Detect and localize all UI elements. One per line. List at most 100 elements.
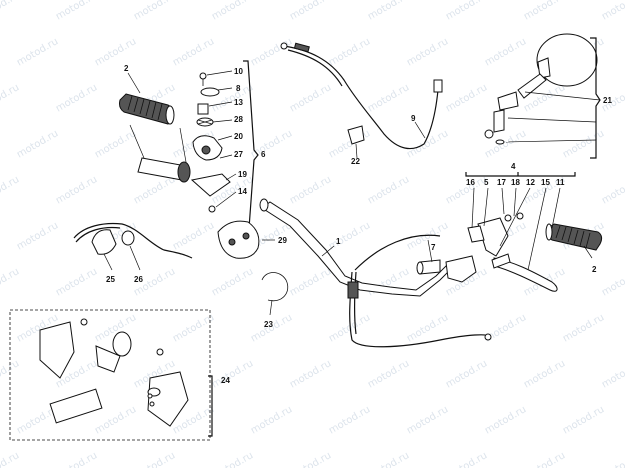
watermark-text: motod.ru bbox=[288, 266, 333, 298]
watermark-text: motod.ru bbox=[522, 450, 567, 468]
right-grip bbox=[545, 223, 603, 251]
part-label-29: 29 bbox=[278, 236, 287, 245]
part-label-7: 7 bbox=[431, 243, 436, 252]
part-label-22: 22 bbox=[351, 157, 360, 166]
watermark-text: motod.ru bbox=[0, 174, 21, 206]
watermark-text: motod.ru bbox=[366, 174, 411, 206]
part-label-5: 5 bbox=[484, 178, 489, 187]
part-label-13: 13 bbox=[234, 98, 243, 107]
part-label-10: 10 bbox=[234, 67, 243, 76]
watermark-text: motod.ru bbox=[0, 358, 21, 390]
kill-switch-wiring bbox=[73, 222, 193, 271]
part-label-17: 17 bbox=[497, 178, 506, 187]
throttle-cable bbox=[280, 42, 443, 150]
brake-lever-assembly bbox=[416, 212, 558, 292]
switch-housing bbox=[217, 220, 275, 259]
part-label-21: 21 bbox=[603, 96, 612, 105]
watermark-text: motod.ru bbox=[444, 82, 489, 114]
watermark-text: motod.ru bbox=[93, 36, 138, 68]
part-label-23: 23 bbox=[264, 320, 273, 329]
watermark-text: motod.ru bbox=[93, 128, 138, 160]
handguard-inset bbox=[9, 309, 213, 441]
watermark-text: motod.ru bbox=[132, 174, 177, 206]
watermark-text: motod.ru bbox=[15, 128, 60, 160]
leaders-left bbox=[127, 70, 237, 208]
watermark-text: motod.ru bbox=[288, 0, 333, 23]
watermark-text: motod.ru bbox=[171, 312, 216, 344]
watermark-text: motod.ru bbox=[288, 174, 333, 206]
watermark-text: motod.ru bbox=[54, 0, 99, 23]
watermark-text: motod.ru bbox=[366, 358, 411, 390]
part-label-8: 8 bbox=[236, 84, 241, 93]
watermark-text: motod.ru bbox=[600, 0, 625, 23]
watermark-text: motod.ru bbox=[171, 36, 216, 68]
watermark-text: motod.ru bbox=[171, 220, 216, 252]
watermark-text: motod.ru bbox=[522, 358, 567, 390]
watermark-text: motod.ru bbox=[327, 220, 372, 252]
part-label-16: 16 bbox=[466, 178, 475, 187]
part-label-2-right: 2 bbox=[592, 265, 597, 274]
watermark-text: motod.ru bbox=[54, 450, 99, 468]
part-label-14: 14 bbox=[238, 187, 247, 196]
watermark-text: motod.ru bbox=[210, 0, 255, 23]
part-label-19: 19 bbox=[238, 170, 247, 179]
watermark-text: motod.ru bbox=[54, 266, 99, 298]
throttle-parts bbox=[190, 72, 231, 213]
watermark-text: motod.ru bbox=[561, 312, 606, 344]
watermark-text: motod.ru bbox=[54, 82, 99, 114]
watermark-text: motod.ru bbox=[0, 82, 21, 114]
part-label-1: 1 bbox=[336, 237, 341, 246]
watermark-text: motod.ru bbox=[327, 36, 372, 68]
watermark-text: motod.ru bbox=[288, 358, 333, 390]
watermark-text: motod.ru bbox=[366, 0, 411, 23]
watermark-text: motod.ru bbox=[444, 0, 489, 23]
watermark-text: motod.ru bbox=[54, 174, 99, 206]
watermark-text: motod.ru bbox=[600, 266, 625, 298]
part-label-28: 28 bbox=[234, 115, 243, 124]
mirror bbox=[484, 33, 601, 159]
watermark-text: motod.ru bbox=[561, 128, 606, 160]
part-label-9: 9 bbox=[411, 114, 416, 123]
watermark-text: motod.ru bbox=[15, 36, 60, 68]
watermark-text: motod.ru bbox=[600, 174, 625, 206]
part-label-25: 25 bbox=[106, 275, 115, 284]
watermark-text: motod.ru bbox=[15, 220, 60, 252]
part-labels: 1 2 2 4 5 6 7 8 9 10 11 12 13 14 15 16 1… bbox=[106, 64, 612, 385]
circlip bbox=[261, 272, 289, 316]
watermark-text: motod.ru bbox=[210, 450, 255, 468]
part-label-26: 26 bbox=[134, 275, 143, 284]
part-label-15: 15 bbox=[541, 178, 550, 187]
watermark-text: motod.ru bbox=[249, 128, 294, 160]
part-label-12: 12 bbox=[526, 178, 535, 187]
watermark-text: motod.ru bbox=[288, 450, 333, 468]
watermark-text: motod.ru bbox=[561, 404, 606, 436]
watermark-text: motod.ru bbox=[522, 0, 567, 23]
watermark-text: motod.ru bbox=[405, 404, 450, 436]
watermark-text: motod.ru bbox=[249, 404, 294, 436]
part-label-20: 20 bbox=[234, 132, 243, 141]
watermark-text: motod.ru bbox=[327, 404, 372, 436]
watermark-text: motod.ru bbox=[210, 266, 255, 298]
part-label-4: 4 bbox=[511, 162, 516, 171]
watermark-text: motod.ru bbox=[600, 358, 625, 390]
watermark-text: motod.ru bbox=[288, 82, 333, 114]
watermark-text: motod.ru bbox=[483, 404, 528, 436]
watermark-text: motod.ru bbox=[405, 220, 450, 252]
watermark-text: motod.ru bbox=[249, 36, 294, 68]
watermark-text: motod.ru bbox=[0, 0, 21, 23]
watermark-text: motod.ru bbox=[405, 36, 450, 68]
part-label-11: 11 bbox=[556, 178, 565, 187]
part-label-27: 27 bbox=[234, 150, 243, 159]
watermark-text: motod.ru bbox=[366, 82, 411, 114]
throttle-tube bbox=[137, 157, 191, 183]
part-label-6: 6 bbox=[261, 150, 266, 159]
bracket-4 bbox=[321, 172, 593, 271]
watermark-text: motod.ru bbox=[0, 266, 21, 298]
watermark-text: motod.ru bbox=[132, 450, 177, 468]
watermark-text: motod.ru bbox=[405, 128, 450, 160]
watermark-text: motod.ru bbox=[444, 450, 489, 468]
part-label-2-left: 2 bbox=[124, 64, 129, 73]
part-label-18: 18 bbox=[511, 178, 520, 187]
left-grip bbox=[119, 93, 175, 125]
